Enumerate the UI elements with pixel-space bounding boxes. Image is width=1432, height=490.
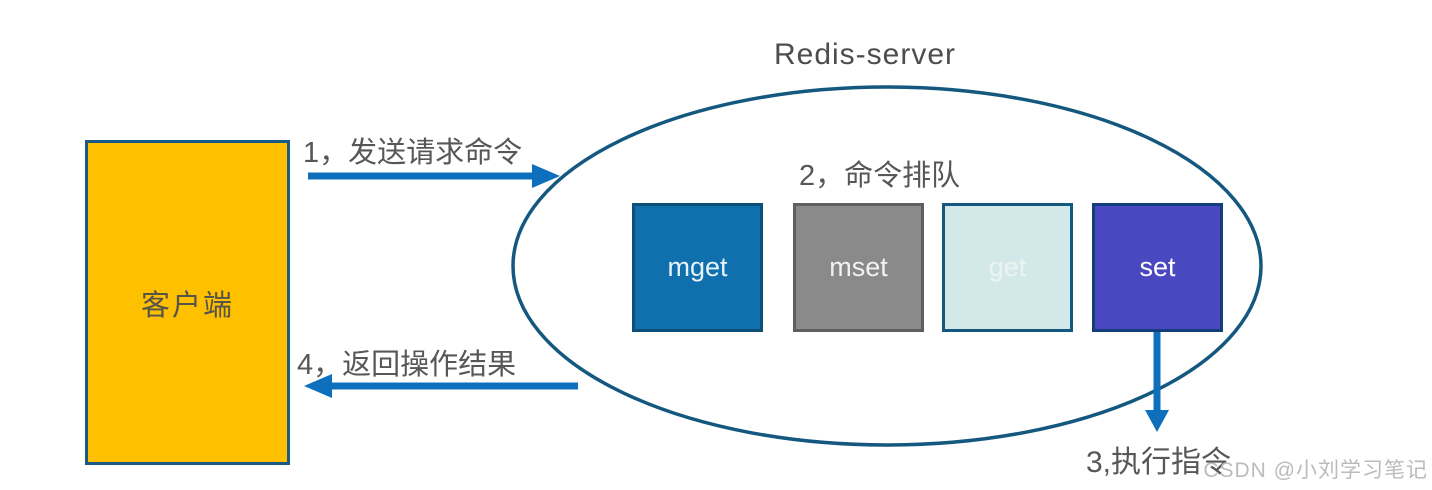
client-label: 客户端 xyxy=(140,289,234,322)
redis-server-ellipse xyxy=(511,85,1263,447)
csdn-watermark: CSDN @小刘学习笔记 xyxy=(1203,459,1428,482)
step-queue-label: 2，命令排队 xyxy=(799,160,961,192)
command-box-set: set xyxy=(1092,203,1223,332)
step-return-result-label: 4，返回操作结果 xyxy=(297,349,517,381)
client-box: 客户端 xyxy=(85,140,290,465)
step-send-request-label: 1，发送请求命令 xyxy=(303,137,523,169)
command-box-mget: mget xyxy=(632,203,763,332)
send-request-arrow xyxy=(308,164,560,188)
return-result-arrow xyxy=(304,374,578,398)
redis-server-title: Redis-server xyxy=(773,38,957,71)
command-box-get: get xyxy=(942,203,1073,332)
step-execute-label: 3,执行指令 xyxy=(1086,446,1232,479)
execute-arrow xyxy=(1145,332,1169,432)
command-box-mset: mset xyxy=(793,203,924,332)
